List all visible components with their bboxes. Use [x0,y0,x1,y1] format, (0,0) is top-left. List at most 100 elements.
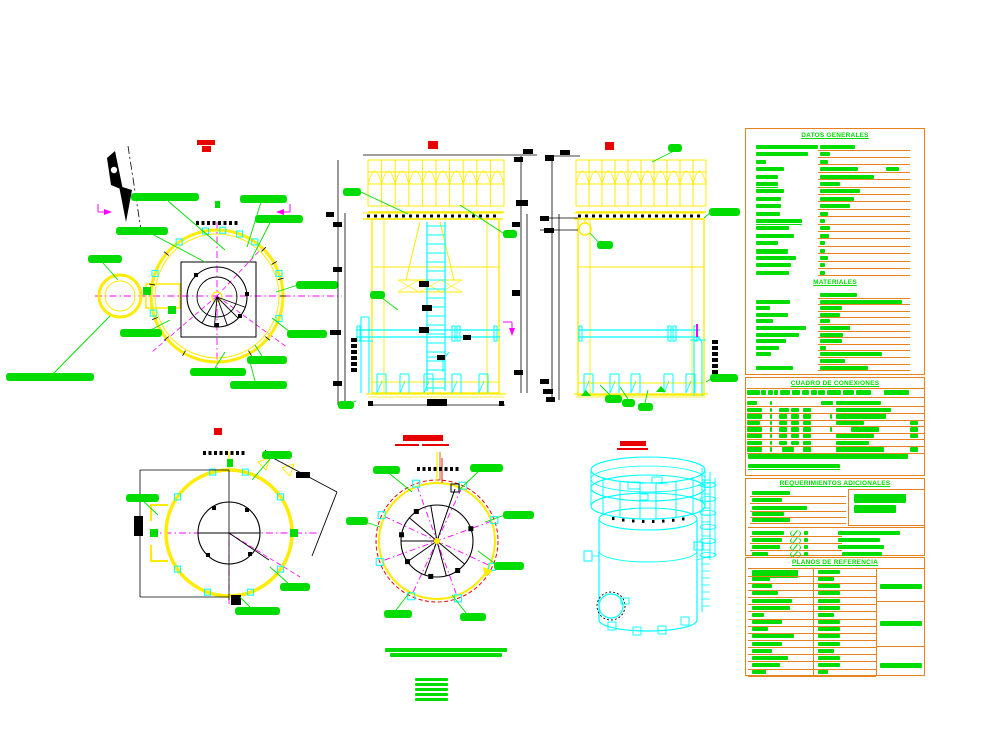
text-bar [830,414,832,419]
text-bar [820,326,850,330]
text-bar [886,167,899,172]
text-bar [791,434,799,439]
text-bar [747,407,762,412]
text-bar [752,620,782,625]
text-bar [747,434,762,439]
text-bar [756,365,793,370]
text-bar [748,469,840,471]
text-bar [820,233,829,238]
text-bar [820,306,842,311]
text-bar [779,407,789,412]
text-bar [748,464,840,468]
text-bar [818,620,840,625]
planos-title: PLANOS DE REFERENCIA [792,559,878,566]
text-bar [752,512,784,516]
rule-line [748,575,876,577]
text-bar [791,427,799,432]
text-bar [752,584,772,589]
rule-line [818,317,910,319]
rule-line [818,253,910,255]
text-bar [811,390,817,395]
rule-line [748,526,924,528]
text-bar [820,256,828,260]
text-bar [770,401,772,406]
text-bar [752,612,764,617]
rule-line [747,406,924,408]
text-bar [818,612,834,617]
datos-generales-title: DATOS GENERALES [801,132,869,139]
rule-line [747,419,924,421]
text-bar [756,204,781,209]
text-bar [756,248,788,253]
text-bar [910,447,918,452]
rule-line [848,489,924,490]
text-bar [856,390,871,395]
text-bar [791,440,799,445]
text-bar [880,621,922,626]
text-bar [818,641,840,646]
bottom-plan-view [126,449,338,615]
rule-line [848,525,924,526]
conexiones-panel: CUADRO DE CONEXIONES [745,377,925,476]
rule-line [747,388,924,389]
text-bar [820,352,882,357]
text-bar [820,270,825,275]
text-bar [803,440,811,445]
text-bar [756,223,802,225]
text-bar [836,414,886,419]
text-bar [910,420,918,426]
datos-generales-panel: DATOS GENERALES MATERIALES [745,128,925,375]
rule-line [848,489,849,525]
text-bar [820,152,830,157]
text-bar [818,655,840,660]
text-bar [779,427,787,432]
text-bar [756,306,770,311]
text-bar [752,591,778,596]
rule-line [750,516,846,518]
text-bar [752,634,794,639]
text-bar [756,196,781,201]
text-bar [820,339,842,344]
text-bar [803,434,811,439]
rule-line [748,661,876,663]
text-bar [910,427,918,432]
text-bar [756,189,784,194]
roof-plan-view [6,193,342,389]
text-bar [752,570,798,578]
north-arrow [107,145,142,231]
text-bar [820,312,840,317]
text-bar [752,577,770,582]
text-bar [818,605,840,610]
text-bar [756,332,799,337]
text-bar [779,420,787,426]
text-bar [820,293,857,297]
text-bar [747,440,762,445]
text-bar [836,447,884,452]
rule-line [748,604,876,606]
text-bar [752,627,768,632]
rule-line [748,632,876,634]
rule-line [818,201,910,203]
text-bar [756,299,790,304]
text-bar [756,145,818,149]
rule-line [748,589,876,591]
text-bar [820,345,826,350]
requerimientos-title: REQUERIMIENTOS ADICIONALES [779,480,891,487]
text-bar [752,544,780,549]
rule-line [818,363,910,365]
rule-line [818,337,910,339]
view-title-marks [197,140,648,450]
text-bar [752,506,807,510]
text-bar [791,414,799,419]
text-bar [756,186,778,188]
text-bar [804,530,808,535]
text-bar [820,211,828,216]
rule-line [818,304,910,306]
text-bar [782,447,794,452]
rule-line [818,330,910,332]
front-elevation-view [326,149,537,409]
text-bar [756,339,786,344]
text-bar [820,189,860,194]
text-bar [756,241,778,246]
text-bar [838,530,900,535]
